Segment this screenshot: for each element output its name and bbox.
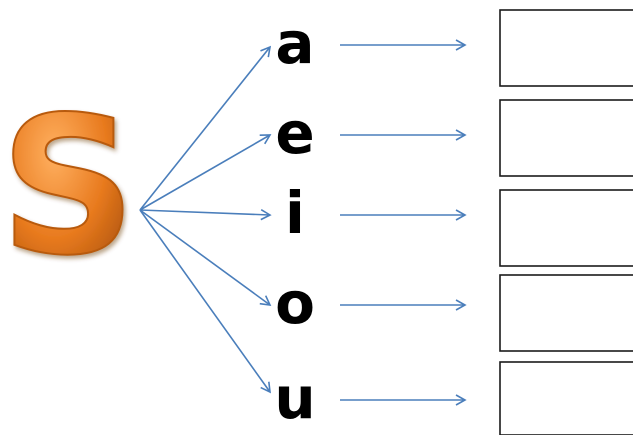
fan-arrow-a xyxy=(139,45,272,211)
fan-arrow-i xyxy=(139,208,272,221)
fan-arrow-e xyxy=(139,134,272,211)
fan-arrows xyxy=(139,45,272,394)
consonant-letter-s: S xyxy=(0,76,136,297)
vowel-letter-u: u xyxy=(274,364,315,432)
answer-box-a[interactable] xyxy=(499,9,633,87)
row-arrows xyxy=(340,39,467,406)
vowel-letter-e: e xyxy=(275,99,314,167)
answer-box-i[interactable] xyxy=(499,189,633,267)
answer-box-o[interactable] xyxy=(499,274,633,352)
answer-boxes xyxy=(499,9,633,436)
vowel-letter-a: a xyxy=(275,9,314,77)
vowel-letter-i: i xyxy=(285,179,305,247)
fan-arrow-u xyxy=(139,209,271,394)
answer-box-u[interactable] xyxy=(499,361,633,436)
answer-box-e[interactable] xyxy=(499,99,633,177)
fan-arrow-o xyxy=(139,209,272,306)
vowel-letter-o: o xyxy=(275,269,315,337)
